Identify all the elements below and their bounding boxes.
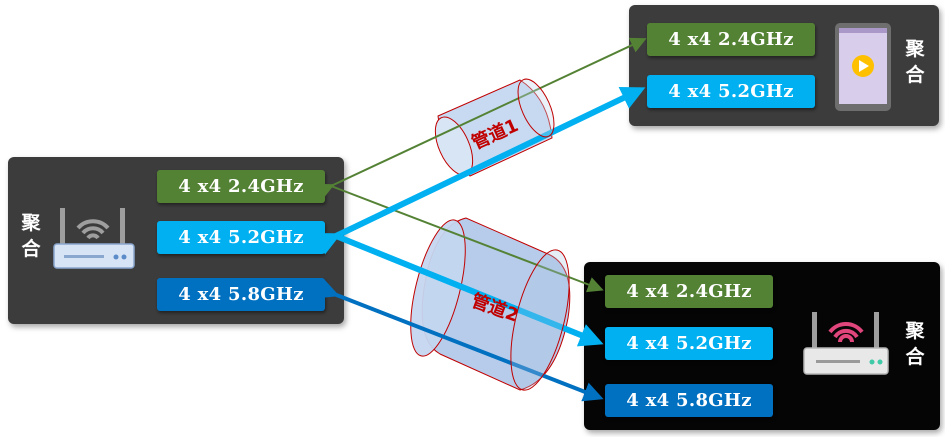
pipe-1-front-rim [517, 78, 555, 138]
top-right-aggregate-label: 聚 合 [905, 38, 925, 86]
bottom-right-aggregate-label: 聚 合 [905, 320, 925, 368]
left-band-5-8ghz: 4 x4 5.8GHz [157, 278, 325, 311]
left-aggregate-label: 聚 合 [21, 212, 41, 260]
wifi-router-icon [50, 202, 140, 276]
left-band-2-4ghz: 4 x4 2.4GHz [157, 170, 325, 203]
left-band-5-2ghz: 4 x4 5.2GHz [157, 221, 325, 254]
pipe-2-front-rim [510, 249, 570, 391]
link-left-to-top-5-2ghz [314, 86, 646, 255]
wifi-router-icon [800, 306, 892, 382]
bottom-right-band-2-4ghz: 4 x4 2.4GHz [605, 275, 773, 308]
bottom-right-band-5-8ghz: 4 x4 5.8GHz [605, 384, 773, 417]
bottom-right-band-5-2ghz: 4 x4 5.2GHz [605, 327, 773, 360]
tablet-play-icon [834, 22, 894, 118]
top-right-band-5-2ghz: 4 x4 5.2GHz [647, 75, 815, 108]
link-left-to-bottom-5-8ghz [317, 279, 604, 402]
top-right-band-2-4ghz: 4 x4 2.4GHz [647, 23, 815, 56]
